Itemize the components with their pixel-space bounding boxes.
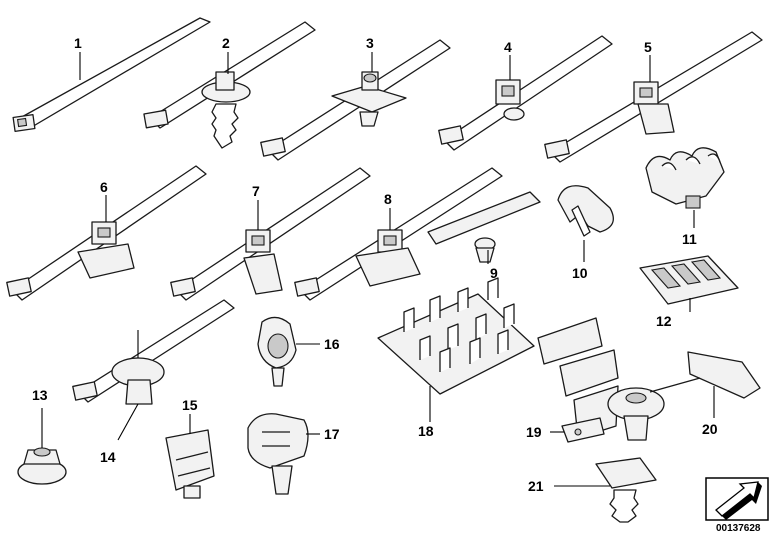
callout-10: 10 [572,265,588,281]
nav-arrow-box[interactable] [705,477,769,521]
callout-3: 3 [366,35,374,51]
part-16-hose-clip: 16 [257,316,340,387]
part-11-multi-pipe-clip: 11 [645,147,725,247]
callout-16: 16 [324,336,340,352]
callout-14: 14 [100,449,116,465]
part-6-tie-with-bracket: 6 [6,165,207,301]
part-5-tie-with-clip: 5 [544,31,763,163]
part-10-pipe-clip: 10 [557,185,614,281]
callout-4: 4 [504,39,512,55]
part-2-tie-with-anchor: 2 [143,21,316,149]
part-18-cable-tray: 18 [377,277,535,439]
callout-19: 19 [526,424,542,440]
callout-11: 11 [682,231,697,247]
part-17-double-clip: 17 [247,413,340,495]
part-14-tie-with-push-mount: 14 [72,299,235,465]
part-9-edge-clip: 9 [427,191,541,281]
part-21-push-in-clip: 21 [528,457,657,523]
callout-7: 7 [252,183,260,199]
part-20-clip-with-tab: 20 [607,351,761,441]
leader-14b [117,403,139,441]
callout-1: 1 [74,35,82,51]
callout-6: 6 [100,179,108,195]
part-8-tie-with-holder: 8 [294,167,503,301]
part-7-tie-with-clip: 7 [170,167,371,301]
callout-13: 13 [32,387,48,403]
callout-17: 17 [324,426,340,442]
part-19-bracket: 19 [526,317,619,443]
part-13-collar-nut: 13 [17,387,67,485]
part-3-tie-with-base: 3 [260,35,451,161]
part-12-flat-holder: 12 [639,255,739,329]
part-15-spring-clip: 15 [165,397,215,499]
callout-2: 2 [222,35,230,51]
part-1-cable-tie: 1 [12,17,211,132]
part-4-tie-with-mount: 4 [438,35,613,151]
callout-12: 12 [656,313,672,329]
callout-8: 8 [384,191,392,207]
callout-20: 20 [702,421,718,437]
callout-5: 5 [644,39,652,55]
callout-21: 21 [528,478,544,494]
callout-18: 18 [418,423,434,439]
callout-15: 15 [182,397,198,413]
document-id: 00137628 [716,523,761,534]
callout-9: 9 [490,265,498,281]
arrow-icon [715,481,762,520]
